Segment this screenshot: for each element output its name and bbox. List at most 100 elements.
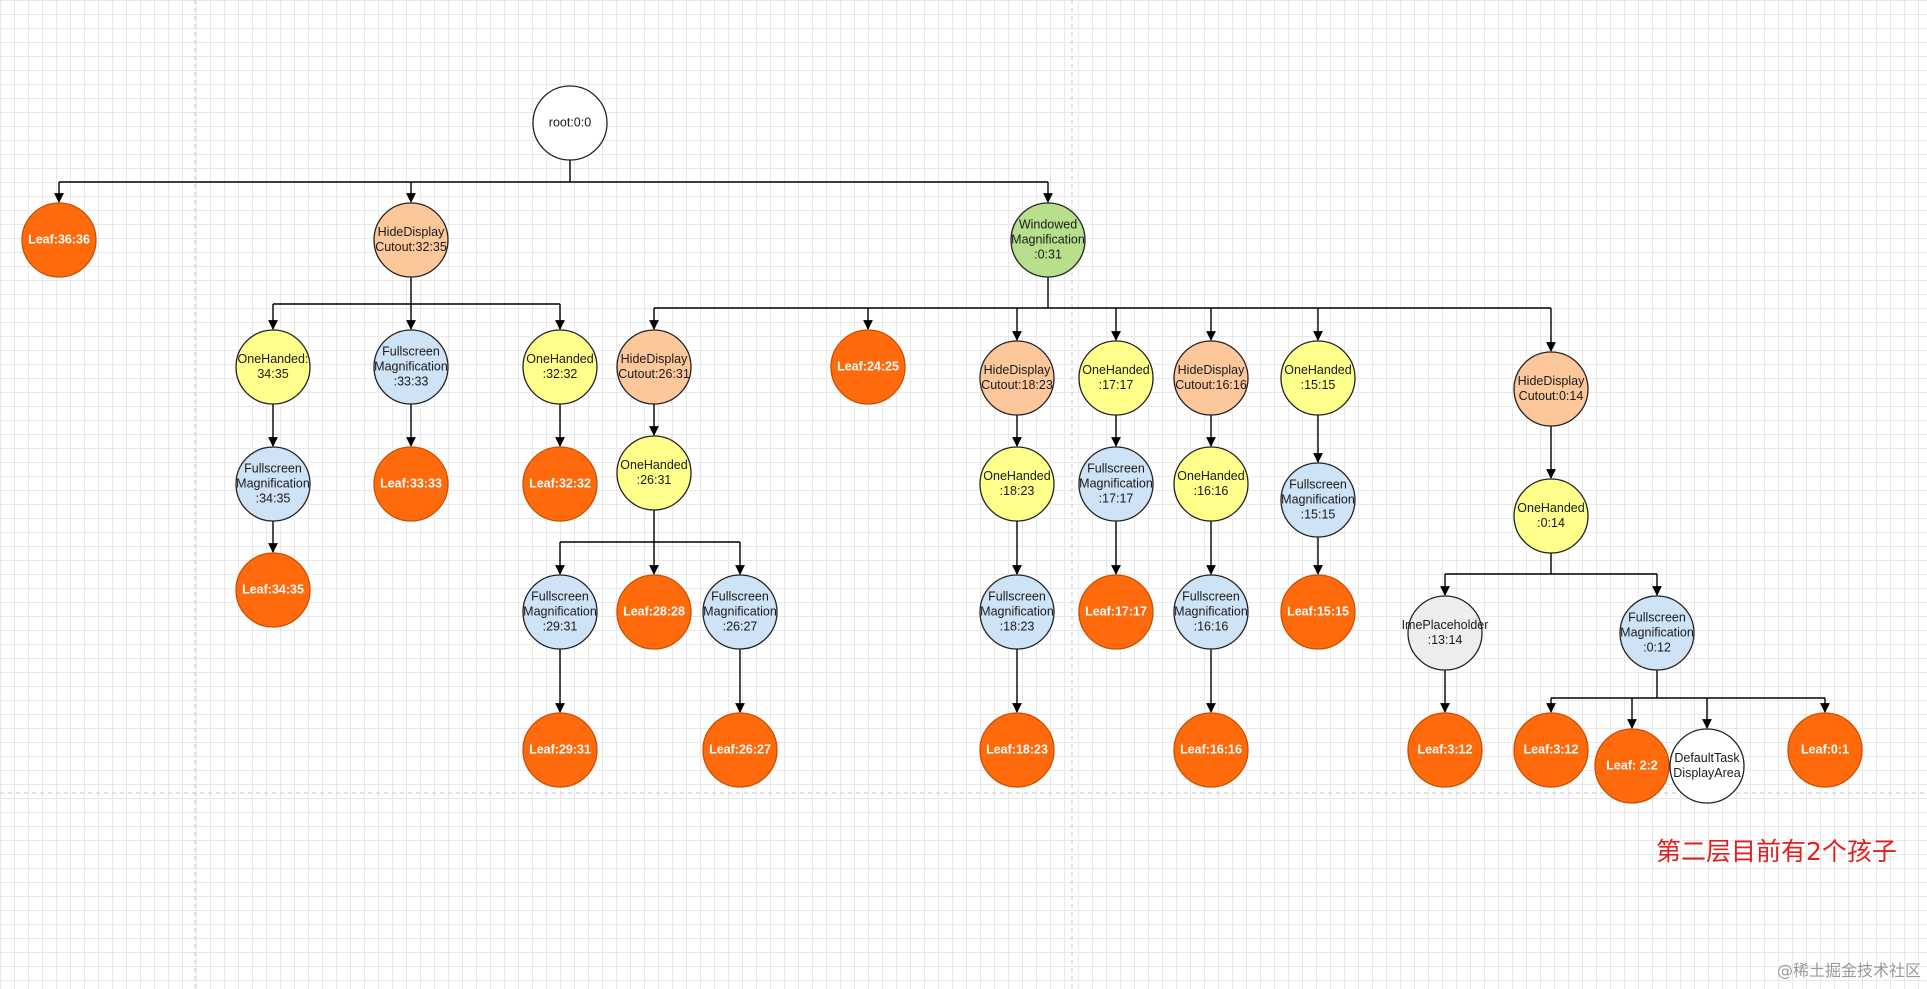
node-leaf3333[interactable]: Leaf:33:33: [373, 446, 449, 522]
node-oh3435[interactable]: OneHanded:34:35: [235, 329, 311, 405]
node-leaf312b[interactable]: Leaf:3:12: [1513, 712, 1589, 788]
node-label: :26:31: [637, 473, 672, 487]
node-label: :26:27: [723, 619, 758, 633]
node-label: Leaf: 2:2: [1606, 758, 1657, 772]
node-circle: [1173, 574, 1249, 650]
node-circle: [235, 329, 311, 405]
node-leaf3435[interactable]: Leaf:34:35: [235, 552, 311, 628]
node-leaf2627[interactable]: Leaf:26:27: [702, 712, 778, 788]
node-leaf01[interactable]: Leaf:0:1: [1787, 712, 1863, 788]
node-circle: [1173, 712, 1249, 788]
node-label: Leaf:17:17: [1085, 604, 1147, 618]
node-label: Fullscreen: [531, 589, 589, 603]
node-label: HideDisplay: [1518, 374, 1585, 388]
node-label: Fullscreen: [1182, 589, 1240, 603]
node-circle: [702, 574, 778, 650]
node-oh014[interactable]: OneHanded:0:14: [1513, 478, 1589, 554]
node-oh1616[interactable]: OneHanded:16:16: [1173, 446, 1249, 522]
node-label: OneHanded: [983, 469, 1050, 483]
node-label: Leaf:3:12: [1524, 742, 1579, 756]
node-circle: [1407, 595, 1483, 671]
node-label: OneHanded: [526, 352, 593, 366]
node-label: Magnification: [980, 604, 1054, 618]
node-circle: [532, 85, 608, 161]
nodes-layer: root:0:0Leaf:36:36HideDisplayCutout:32:3…: [21, 85, 1863, 804]
node-label: :34:35: [256, 491, 291, 505]
node-label: Cutout:0:14: [1519, 389, 1584, 403]
node-oh3232[interactable]: OneHanded:32:32: [522, 329, 598, 405]
node-circle: [1078, 446, 1154, 522]
node-oh2631[interactable]: OneHanded:26:31: [616, 435, 692, 511]
node-circle: [1280, 462, 1356, 538]
node-leaf3636[interactable]: Leaf:36:36: [21, 202, 97, 278]
node-label: Magnification: [1174, 604, 1248, 618]
node-leaf22[interactable]: Leaf: 2:2: [1594, 728, 1670, 804]
node-leaf1823[interactable]: Leaf:18:23: [979, 712, 1055, 788]
node-label: :16:16: [1194, 619, 1229, 633]
node-leaf1616[interactable]: Leaf:16:16: [1173, 712, 1249, 788]
node-label: HideDisplay: [1178, 363, 1245, 377]
node-ime1314[interactable]: ImePlaceholder:13:14: [1402, 595, 1489, 671]
node-circle: [235, 552, 311, 628]
node-label: :0:14: [1537, 516, 1565, 530]
node-label: HideDisplay: [378, 225, 445, 239]
node-label: Leaf:29:31: [529, 742, 591, 756]
node-leaf1717[interactable]: Leaf:17:17: [1078, 574, 1154, 650]
node-label: ImePlaceholder: [1402, 618, 1489, 632]
node-label: :0:31: [1034, 247, 1062, 261]
node-oh1515[interactable]: OneHanded:15:15: [1280, 340, 1356, 416]
node-circle: [522, 712, 598, 788]
node-leaf2425[interactable]: Leaf:24:25: [830, 329, 906, 405]
node-leaf2931[interactable]: Leaf:29:31: [522, 712, 598, 788]
node-circle: [979, 340, 1055, 416]
node-label: :0:12: [1643, 640, 1671, 654]
node-circle: [979, 574, 1055, 650]
node-label: Leaf:26:27: [709, 742, 771, 756]
node-label: Leaf:24:25: [837, 359, 899, 373]
node-label: :13:14: [1428, 633, 1463, 647]
node-circle: [616, 435, 692, 511]
node-label: :15:15: [1301, 507, 1336, 521]
node-label: :29:31: [543, 619, 578, 633]
node-root[interactable]: root:0:0: [532, 85, 608, 161]
node-label: Windowed: [1019, 217, 1077, 231]
node-leaf312a[interactable]: Leaf:3:12: [1407, 712, 1483, 788]
node-leaf2828[interactable]: Leaf:28:28: [616, 574, 692, 650]
node-label: :17:17: [1099, 491, 1134, 505]
node-oh1823[interactable]: OneHanded:18:23: [979, 446, 1055, 522]
node-label: Cutout:32:35: [375, 240, 447, 254]
node-label: :32:32: [543, 367, 578, 381]
watermark: @稀土掘金技术社区: [1776, 961, 1921, 980]
node-leaf1515[interactable]: Leaf:15:15: [1280, 574, 1356, 650]
node-circle: [1078, 574, 1154, 650]
edges-layer: [54, 160, 1830, 729]
node-label: :18:23: [1000, 619, 1035, 633]
node-oh1717[interactable]: OneHanded:17:17: [1078, 340, 1154, 416]
node-circle: [1078, 340, 1154, 416]
node-label: Fullscreen: [1087, 461, 1145, 475]
node-leaf3232[interactable]: Leaf:32:32: [522, 446, 598, 522]
node-label: OneHanded: [1177, 469, 1244, 483]
node-circle: [1513, 351, 1589, 427]
node-label: HideDisplay: [621, 352, 688, 366]
node-circle: [373, 446, 449, 522]
node-label: Magnification: [236, 476, 310, 490]
node-label: HideDisplay: [984, 363, 1051, 377]
node-circle: [1787, 712, 1863, 788]
